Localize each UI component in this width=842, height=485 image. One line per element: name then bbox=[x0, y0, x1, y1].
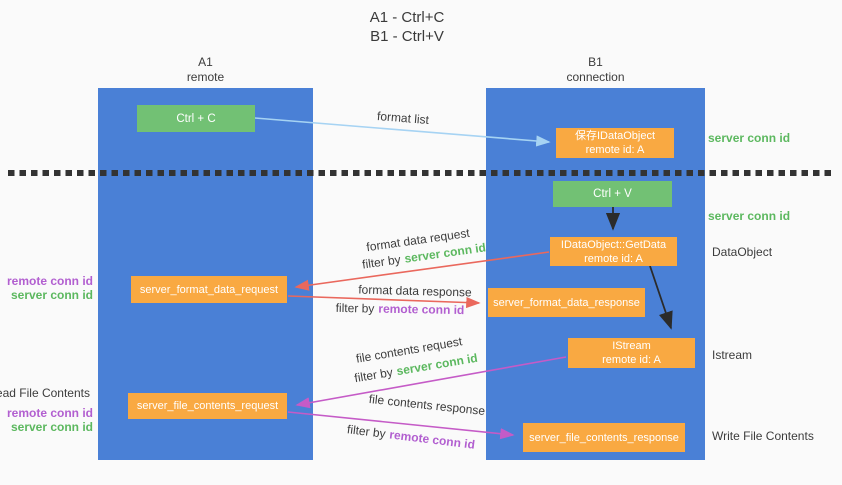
node-server-file-contents-request: server_file_contents_request bbox=[128, 393, 287, 419]
node-save-idataobject-line2: remote id: A bbox=[585, 144, 645, 156]
remote-conn-id-text: remote conn id bbox=[388, 427, 476, 452]
node-server-file-contents-response: server_file_contents_response bbox=[523, 423, 685, 452]
title-line-1: A1 - Ctrl+C bbox=[369, 9, 445, 26]
annotation-remote-conn-id-2: remote conn id bbox=[6, 406, 93, 420]
annotation-server-conn-id-top: server conn id bbox=[708, 131, 791, 145]
node-server-file-contents-request-label: server_file_contents_request bbox=[136, 400, 279, 412]
filter-by-text: filter by bbox=[353, 365, 394, 386]
node-istream-line2: remote id: A bbox=[602, 354, 661, 366]
dotted-separator bbox=[8, 170, 835, 176]
node-server-format-data-response: server_format_data_response bbox=[488, 288, 645, 317]
filter-by-text: filter by bbox=[335, 300, 375, 316]
node-getdata-line1: IDataObject::GetData bbox=[560, 238, 667, 251]
annotation-server-conn-id-ctrlv: server conn id bbox=[708, 209, 791, 223]
node-ctrl-c: Ctrl + C bbox=[137, 105, 255, 132]
annotation-server-conn-id-2: server conn id bbox=[10, 420, 93, 434]
node-istream: IStream remote id: A bbox=[568, 338, 695, 368]
label-file-contents-response: file contents response bbox=[368, 391, 486, 419]
node-server-format-data-request-label: server_format_data_request bbox=[139, 283, 279, 296]
node-server-format-data-request: server_format_data_request bbox=[131, 276, 287, 303]
annotation-dataobject: DataObject bbox=[712, 245, 773, 259]
annotation-server-conn-id-1: server conn id bbox=[10, 288, 93, 302]
node-istream-line1: IStream bbox=[612, 340, 651, 352]
filter-by-text: filter by bbox=[346, 422, 387, 441]
lifeline-b-name: B1 bbox=[588, 55, 603, 69]
node-ctrl-v-label: Ctrl + V bbox=[593, 188, 632, 200]
annotation-istream: Istream bbox=[712, 348, 753, 362]
annotation-remote-conn-id-1: remote conn id bbox=[6, 274, 93, 288]
node-server-file-contents-response-label: server_file_contents_response bbox=[529, 431, 679, 444]
diagram-title: A1 - Ctrl+C B1 - Ctrl+V bbox=[370, 8, 445, 46]
lifeline-a-name: A1 bbox=[198, 55, 213, 69]
node-save-idataobject-line1: 保存IDataObject bbox=[574, 130, 656, 142]
node-ctrl-c-label: Ctrl + C bbox=[176, 112, 216, 125]
annotation-write-file-contents: Write File Contents bbox=[712, 429, 814, 443]
node-server-format-data-response-label: server_format_data_response bbox=[493, 296, 640, 309]
node-getdata-line2: remote id: A bbox=[584, 252, 643, 265]
filter-by-text: filter by bbox=[361, 252, 402, 272]
lifeline-b-role: connection bbox=[566, 70, 625, 84]
lifeline-a-role: remote bbox=[186, 70, 225, 84]
title-line-2: B1 - Ctrl+V bbox=[370, 28, 444, 45]
node-save-idataobject: 保存IDataObject remote id: A bbox=[556, 128, 674, 158]
label-format-data-response: format data response bbox=[358, 282, 472, 300]
label-format-list: format list bbox=[376, 108, 430, 128]
annotation-read-file-contents: Read File Contents bbox=[0, 386, 90, 400]
node-ctrl-v: Ctrl + V bbox=[553, 181, 672, 207]
lifeline-a-header: A1 remote bbox=[98, 55, 313, 85]
node-getdata: IDataObject::GetData remote id: A bbox=[550, 237, 677, 266]
lifeline-b-header: B1 connection bbox=[486, 55, 705, 85]
remote-conn-id-text: remote conn id bbox=[378, 301, 465, 318]
